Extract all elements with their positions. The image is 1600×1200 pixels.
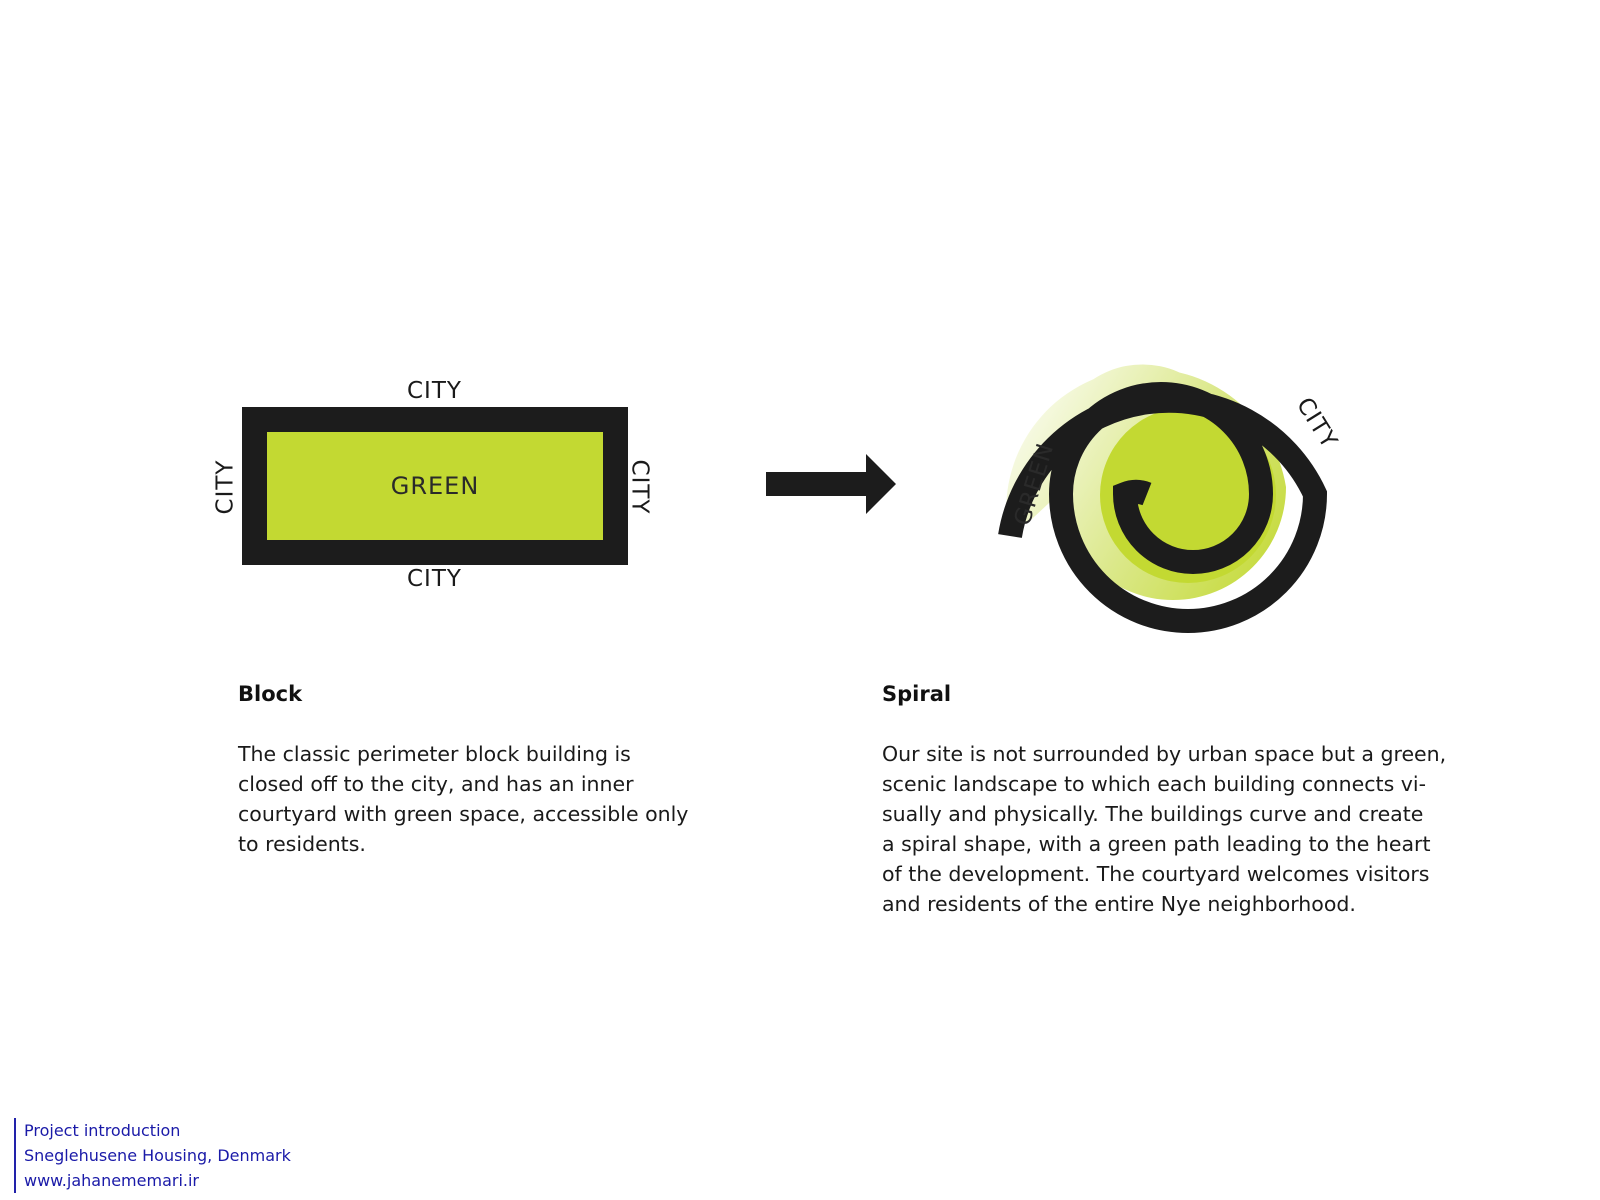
right-arrow-icon	[766, 454, 896, 514]
footer-project-name: Sneglehusene Housing, Denmark	[24, 1146, 291, 1165]
spiral-black-arm	[998, 382, 1328, 633]
block-description: The classic perimeter block building is …	[238, 742, 689, 856]
footer-credit: Project introduction Sneglehusene Housin…	[14, 1118, 291, 1193]
spiral-heading: Spiral	[882, 682, 952, 706]
spiral-description: Our site is not surrounded by urban spac…	[882, 742, 1447, 916]
block-left-city-label: CITY	[212, 459, 239, 515]
footer-section-title: Project introduction	[24, 1121, 181, 1140]
block-top-city-label: CITY	[407, 378, 462, 404]
block-green-label: GREEN	[390, 472, 480, 500]
footer-website-link[interactable]: www.jahanememari.ir	[24, 1171, 200, 1190]
block-right-city-label: CITY	[626, 459, 653, 515]
perimeter-block-diagram: GREEN	[242, 407, 628, 565]
block-bottom-city-label: CITY	[407, 566, 462, 592]
block-green-courtyard: GREEN	[267, 432, 603, 540]
spiral-diagram	[998, 364, 1328, 633]
block-heading: Block	[238, 682, 303, 706]
